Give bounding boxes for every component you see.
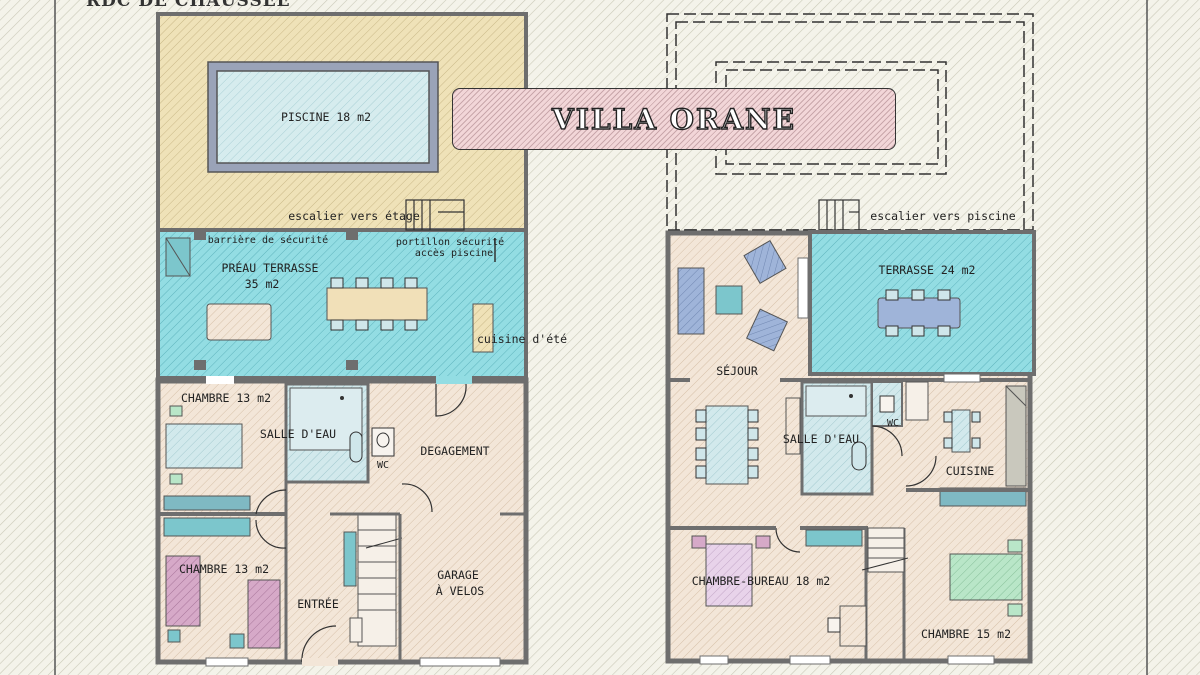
bedroom15-label: CHAMBRE 15 m2 <box>920 627 1012 641</box>
stairs-up-label: escalier vers étage <box>288 209 420 223</box>
hallway-label: DEGAGEMENT <box>420 444 490 458</box>
entrance-label: ENTRÉE <box>297 597 339 611</box>
right-plan <box>665 13 1036 665</box>
terrace-area-label: 35 m2 <box>244 277 280 291</box>
plan-title: RDC DE CHAUSSÉE <box>86 0 291 11</box>
pool-label: PISCINE 18 m2 <box>280 110 372 124</box>
stairs-pool-label: escalier vers piscine <box>870 209 1016 223</box>
garage-label-2: À VELOS <box>435 584 485 598</box>
living-label: SÉJOUR <box>716 364 758 378</box>
wc-right-label: WC <box>886 418 900 429</box>
terrace-label: PRÉAU TERRASSE <box>221 261 319 275</box>
bathroom-label: SALLE D'EAU <box>259 427 337 441</box>
summer-kitchen-label: cuisine d'été <box>476 332 568 346</box>
garage-label-1: GARAGE <box>437 568 479 582</box>
safety-barrier-label: barrière de sécurité <box>207 235 329 246</box>
terrace24-label: TERRASSE 24 m2 <box>878 263 976 277</box>
left-plan <box>155 12 529 667</box>
wc-label: WC <box>376 460 390 471</box>
office-bedroom-label: CHAMBRE-BUREAU 18 m2 <box>691 574 831 588</box>
pool-gate-label-2: accès piscine <box>414 248 494 259</box>
kitchen-label: CUISINE <box>945 464 995 478</box>
bedroom1-label: CHAMBRE 13 m2 <box>180 391 272 405</box>
bedroom2-label: CHAMBRE 13 m2 <box>178 562 270 576</box>
villa-name-banner: VILLA ORANE <box>452 88 896 150</box>
summer-kitchen-counter <box>472 303 494 353</box>
pool-gate-label-1: portillon sécurité <box>395 237 505 248</box>
bathroom-right-label: SALLE D'EAU <box>782 432 860 446</box>
terrace-bench <box>206 303 272 341</box>
pool <box>216 70 430 164</box>
